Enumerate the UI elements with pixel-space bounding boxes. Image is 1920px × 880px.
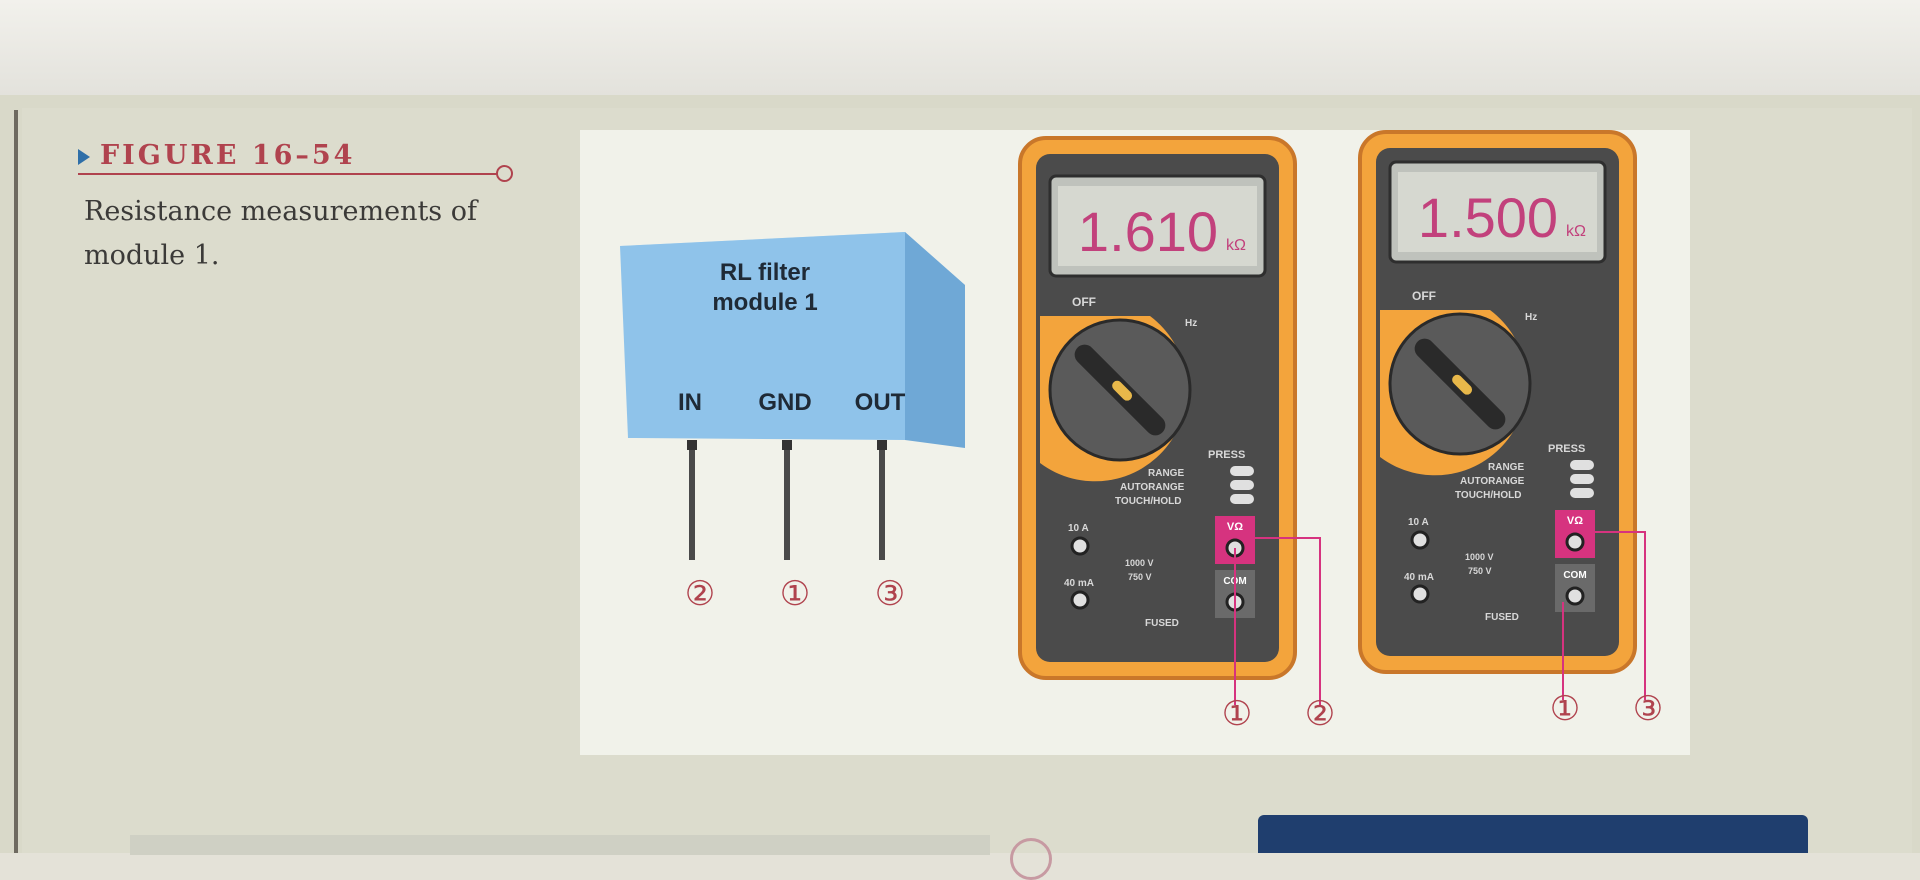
pin-number-in: ②: [685, 575, 715, 613]
meter-2-lead-vohm-number: ③: [1633, 690, 1663, 728]
meter-1-vohm-lead: [1255, 537, 1321, 705]
pin-label-in: IN: [678, 389, 702, 416]
meter-2-range-button[interactable]: [1570, 460, 1594, 470]
meter-1-touchhold-label: TOUCH/HOLD: [1115, 496, 1181, 507]
meter-2-off-label: OFF: [1412, 289, 1436, 303]
meter-2-com-jack[interactable]: [1565, 586, 1585, 606]
meter-1-fused-label: FUSED: [1145, 618, 1179, 629]
module-front-face: [620, 232, 905, 440]
figure-illustration: RL filter module 1 IN GND OUT ② ① ③ 1.61…: [620, 130, 1663, 733]
next-figure-panel-fragment: [130, 835, 990, 855]
rl-filter-module: RL filter module 1 IN GND OUT ② ① ③: [620, 232, 965, 613]
meter-2-vohm-jack[interactable]: [1565, 532, 1585, 552]
meter-2-10a-label: 10 A: [1408, 517, 1429, 528]
meter-1-off-label: OFF: [1072, 295, 1096, 309]
meter-1-max-volts: 1000 V: [1125, 558, 1154, 568]
figure-label-text: FIGURE 16–54: [100, 140, 356, 171]
module-pin-out: [877, 440, 887, 560]
meter-1-autorange-button[interactable]: [1230, 480, 1254, 490]
meter-1-10a-label: 10 A: [1068, 523, 1089, 534]
next-figure-circle-fragment: [1010, 838, 1052, 880]
caption-rule-end-dot: [496, 165, 513, 182]
module-side-face: [905, 232, 965, 448]
meter-2-fused-label: FUSED: [1485, 612, 1519, 623]
meter-2-max-volts-ac: 750 V: [1468, 566, 1492, 576]
multimeter-2: 1.500 kΩ OFF Hz PRESS RANGE AUTORANGE TO…: [1358, 130, 1637, 674]
meter-1-lead-vohm-number: ②: [1305, 695, 1335, 733]
module-pin-in: [687, 440, 697, 560]
meter-1-unit: kΩ: [1226, 237, 1246, 254]
meter-2-unit: kΩ: [1566, 223, 1586, 240]
meter-1-10a-jack[interactable]: [1070, 536, 1090, 556]
figure-caption: Resistance measurements of module 1.: [84, 196, 477, 271]
meter-1-vohm-label: VΩ: [1227, 521, 1243, 533]
figure-label: FIGURE 16–54: [78, 140, 355, 171]
meter-1-autorange-label: AUTORANGE: [1120, 482, 1185, 493]
meter-2-autorange-button[interactable]: [1570, 474, 1594, 484]
meter-1-max-volts-ac: 750 V: [1128, 572, 1152, 582]
meter-1-lead-com-number: ①: [1222, 695, 1252, 733]
meter-2-hz-label: Hz: [1525, 312, 1537, 323]
next-figure-screen-fragment: [1258, 815, 1808, 853]
meter-1-40ma-label: 40 mA: [1064, 578, 1094, 589]
meter-2-40ma-label: 40 mA: [1404, 572, 1434, 583]
meter-1-range-label: RANGE: [1148, 468, 1184, 479]
meter-2-range-label: RANGE: [1488, 462, 1524, 473]
module-title-line2: module 1: [712, 289, 817, 316]
module-title-line1: RL filter: [720, 259, 810, 286]
meter-1-reading: 1.610: [1078, 200, 1218, 263]
meter-2-rotary-dial[interactable]: [1380, 310, 1532, 476]
meter-2-vohm-label: VΩ: [1567, 515, 1583, 527]
meter-2-press-label: PRESS: [1548, 443, 1585, 455]
meter-2-com-label: COM: [1563, 570, 1586, 581]
caption-rule: [78, 173, 503, 175]
meter-1-range-button[interactable]: [1230, 466, 1254, 476]
meter-1-40ma-jack[interactable]: [1070, 590, 1090, 610]
left-margin-rule: [14, 110, 18, 853]
meter-2-max-volts: 1000 V: [1465, 552, 1494, 562]
pin-number-gnd: ①: [780, 575, 810, 613]
meter-2-40ma-jack[interactable]: [1410, 584, 1430, 604]
meter-2-reading: 1.500: [1418, 186, 1558, 249]
pin-number-out: ③: [875, 575, 905, 613]
meter-2-autorange-label: AUTORANGE: [1460, 476, 1525, 487]
meter-1-press-label: PRESS: [1208, 449, 1245, 461]
meter-1-touchhold-button[interactable]: [1230, 494, 1254, 504]
meter-1-rotary-dial[interactable]: [1040, 316, 1192, 482]
pin-label-out: OUT: [855, 389, 906, 416]
meter-1-hz-label: Hz: [1185, 318, 1197, 329]
meter-2-touchhold-button[interactable]: [1570, 488, 1594, 498]
pin-label-gnd: GND: [758, 389, 811, 416]
meter-2-touchhold-label: TOUCH/HOLD: [1455, 490, 1521, 501]
meter-2-lead-com-number: ①: [1550, 690, 1580, 728]
meter-2-10a-jack[interactable]: [1410, 530, 1430, 550]
page-top-band: [0, 0, 1920, 95]
triangle-marker-icon: [78, 148, 90, 165]
multimeter-1: 1.610 kΩ OFF Hz PRESS RANGE AUTORANGE TO…: [1018, 136, 1297, 680]
module-pin-gnd: [782, 440, 792, 560]
meter-2-vohm-lead: [1595, 531, 1646, 700]
